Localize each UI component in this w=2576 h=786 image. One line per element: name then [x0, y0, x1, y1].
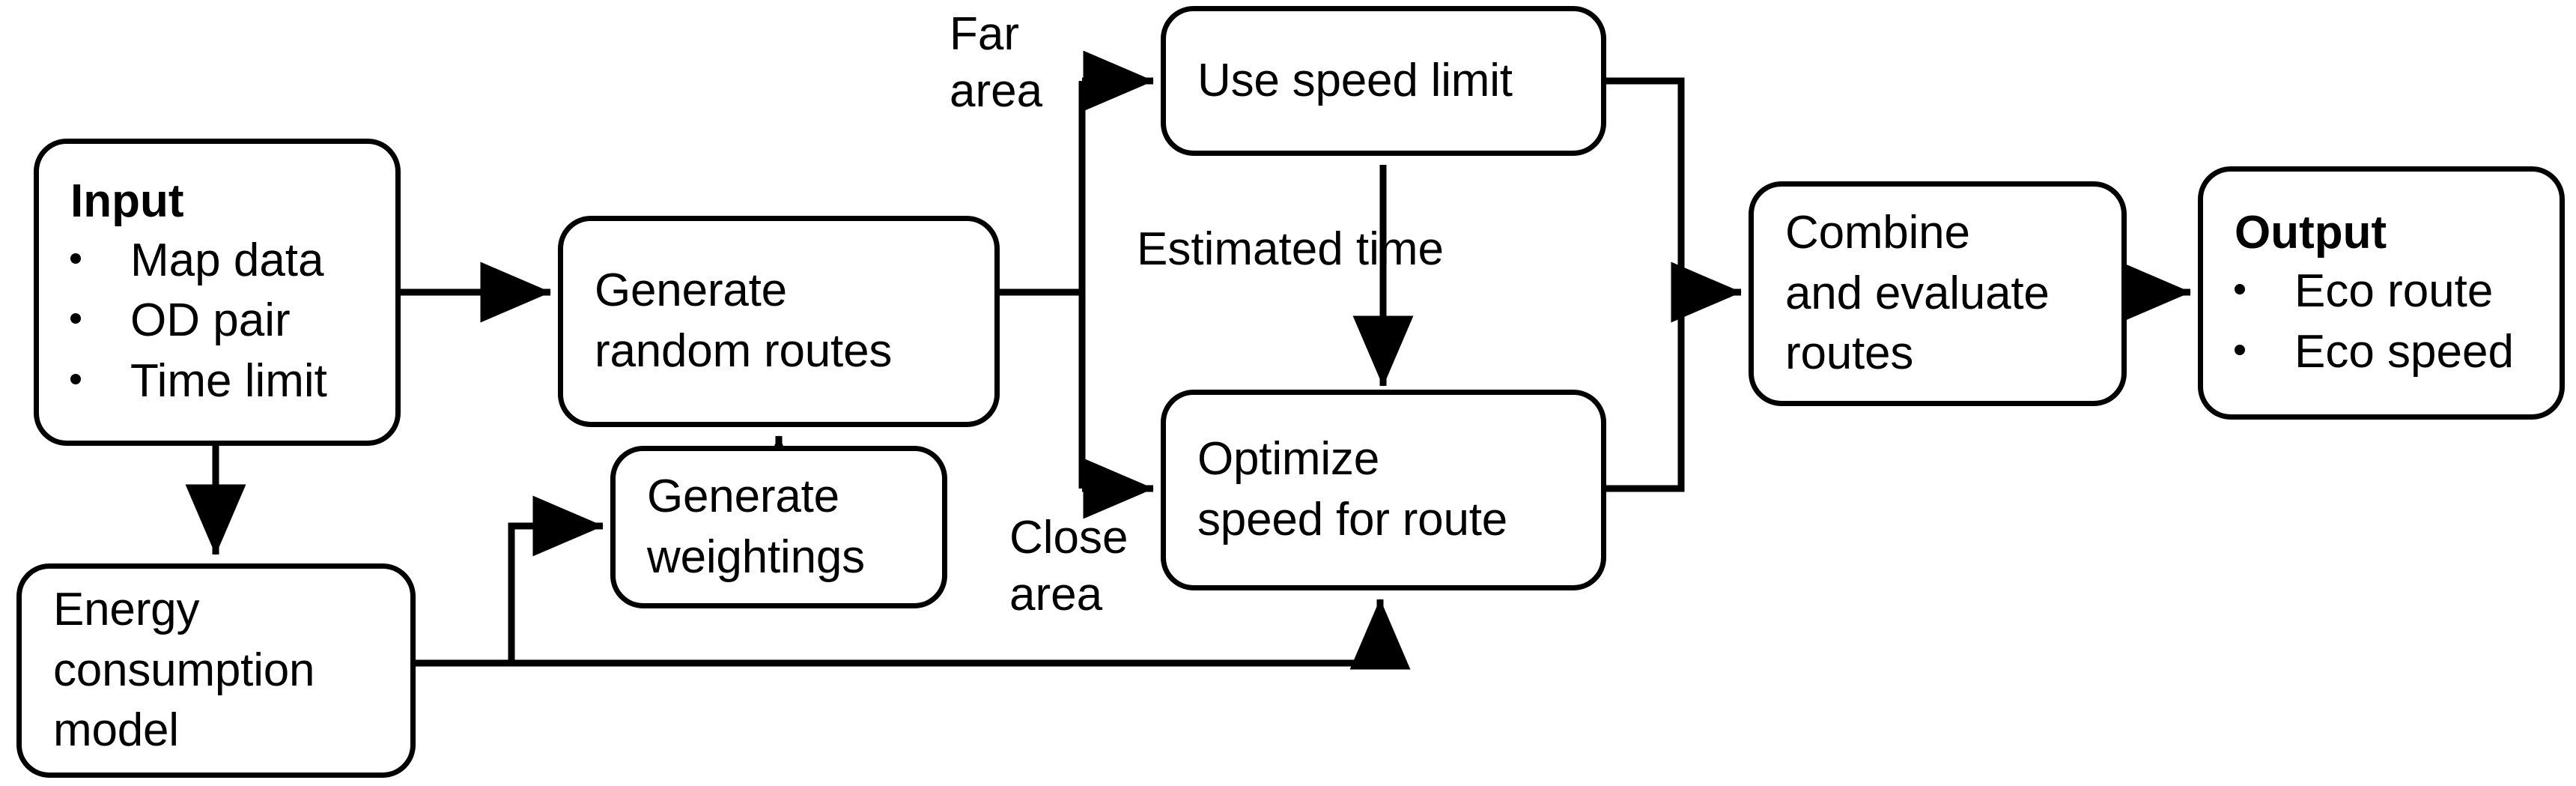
output-heading: Output — [2235, 206, 2387, 259]
node-optimize-speed-for-route[interactable]: Optimize speed for route — [1161, 390, 1606, 590]
edge-optimize-speed-to-right-rail — [1606, 292, 1685, 492]
node-output[interactable]: Output Eco route Eco speed — [2198, 166, 2565, 420]
input-bullet-label: Time limit — [130, 355, 327, 408]
input-bullet-label: Map data — [130, 234, 324, 286]
bullet-dot-icon — [70, 313, 81, 324]
node-generate-random-routes[interactable]: Generate random routes — [558, 216, 1000, 427]
bullet-dot-icon — [70, 374, 81, 385]
edge-energy-model-to-weightings — [416, 495, 604, 667]
output-bullet-label: Eco route — [2294, 265, 2494, 318]
node-combine-and-evaluate-routes[interactable]: Combine and evaluate routes — [1749, 181, 2127, 406]
bullet-dot-icon — [2235, 344, 2245, 355]
node-input[interactable]: Input Map data OD pair Time limit — [34, 139, 401, 446]
input-bullet-label: OD pair — [130, 294, 291, 347]
node-energy-consumption-model[interactable]: Energy consumption model — [16, 563, 416, 778]
bullet-dot-icon — [70, 253, 81, 264]
edge-use-speed-limit-to-right-rail — [1606, 77, 1685, 292]
bullet-dot-icon — [2235, 284, 2245, 295]
list-item: OD pair — [70, 291, 395, 351]
energy-consumption-model-label: Energy consumption model — [53, 584, 315, 757]
edge-label-far-area: Far area — [950, 8, 1043, 117]
list-item: Time limit — [70, 351, 395, 412]
combine-and-evaluate-routes-label: Combine and evaluate routes — [1785, 207, 2050, 380]
node-generate-weightings[interactable]: Generate weightings — [610, 446, 947, 608]
generate-random-routes-label: Generate random routes — [595, 264, 893, 377]
node-use-speed-limit[interactable]: Use speed limit — [1161, 6, 1606, 156]
input-heading: Input — [70, 175, 184, 228]
use-speed-limit-label: Use speed limit — [1197, 54, 1513, 106]
output-bullet-list: Eco route Eco speed — [2203, 262, 2560, 382]
edge-label-estimated-time: Estimated time — [1137, 223, 1445, 275]
input-bullet-list: Map data OD pair Time limit — [39, 231, 395, 412]
list-item: Map data — [70, 231, 395, 291]
edge-energy-model-to-optimize-speed — [511, 599, 1411, 670]
list-item: Eco route — [2235, 262, 2560, 322]
list-item: Eco speed — [2235, 322, 2560, 383]
edge-label-close-area: Close area — [1009, 512, 1128, 620]
optimize-speed-for-route-label: Optimize speed for route — [1197, 433, 1508, 545]
output-bullet-label: Eco speed — [2294, 325, 2514, 378]
generate-weightings-label: Generate weightings — [647, 470, 865, 583]
